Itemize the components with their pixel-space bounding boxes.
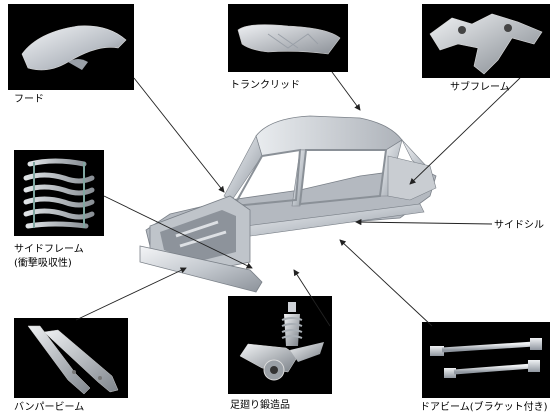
door-beam-leader-line: [339, 239, 433, 327]
bumper-beam-image: [27, 325, 119, 395]
side-sill-leader-line: [355, 218, 493, 226]
hood-photo: [8, 4, 134, 90]
trunk-lid-photo: [228, 4, 348, 72]
sub-frame-photo: [422, 4, 550, 78]
side-sill-label: サイドシル: [494, 220, 544, 231]
trunk-lid-label: トランクリッド: [230, 80, 300, 91]
sub-frame-image: [429, 13, 543, 75]
side-frame-label-line1: サイドフレーム: [14, 244, 84, 255]
door-beam-image: [430, 338, 542, 378]
suspension-forging-label: 足廻り鍛造品: [230, 400, 290, 411]
side-frame-image: [23, 158, 95, 229]
side-frame-label-line2: (衝撃吸収性): [14, 258, 72, 269]
door-beam-label: ドアビーム(ブラケット付き): [420, 402, 548, 413]
hood-label: フード: [14, 94, 44, 105]
bumper-beam-leader-line: [75, 267, 187, 321]
side-frame-leader-line: [103, 195, 253, 269]
bumper-beam-label: バンパービーム: [14, 402, 85, 413]
suspension-forging-image: [239, 302, 324, 381]
trunk-lid-leader-line: [331, 71, 361, 111]
trunk-lid-image: [237, 24, 341, 55]
hood-leader-line: [133, 77, 225, 193]
hood-image: [21, 25, 127, 71]
side-frame-photo: [14, 150, 104, 236]
suspension-forging-photo: [228, 296, 332, 394]
bumper-beam-photo: [14, 318, 128, 398]
sub-frame-label: サブフレーム: [450, 82, 510, 93]
door-beam-photo: [422, 322, 550, 398]
